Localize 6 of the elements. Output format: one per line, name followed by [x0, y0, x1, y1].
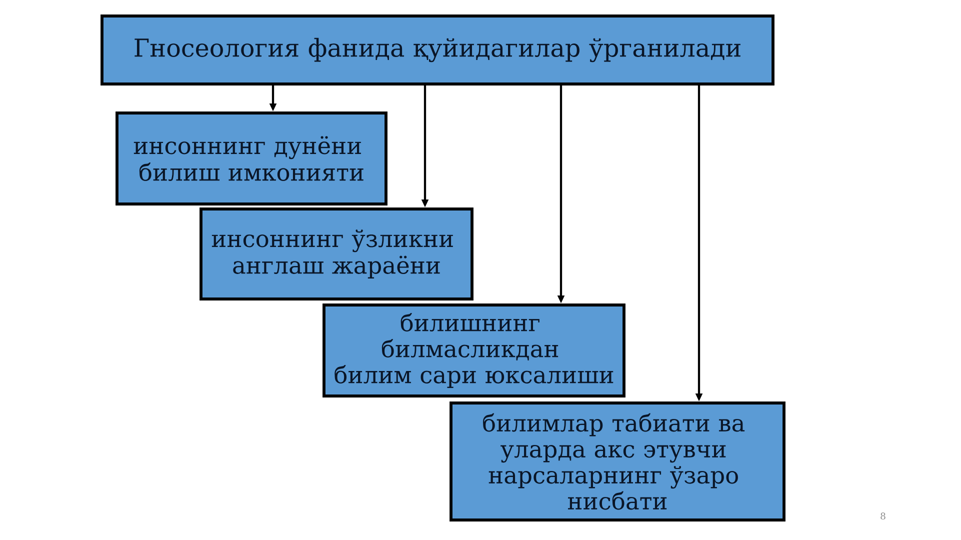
topic-box: инсоннинг дунёни билиш имконияти: [116, 112, 388, 206]
topic-box: билимлар табиати ва уларда акс этувчи нарсаларнинг ўзаро нисбати: [450, 402, 786, 522]
page-number: 8: [880, 512, 886, 520]
topic-box: билишнинг билмасликдан билим сари юксалиши: [322, 304, 626, 398]
topic-box: инсоннинг ўзликни англаш жараёни: [200, 208, 474, 300]
title-box: Гносеология фанида қуйидагилар ўрганилади: [100, 14, 774, 86]
